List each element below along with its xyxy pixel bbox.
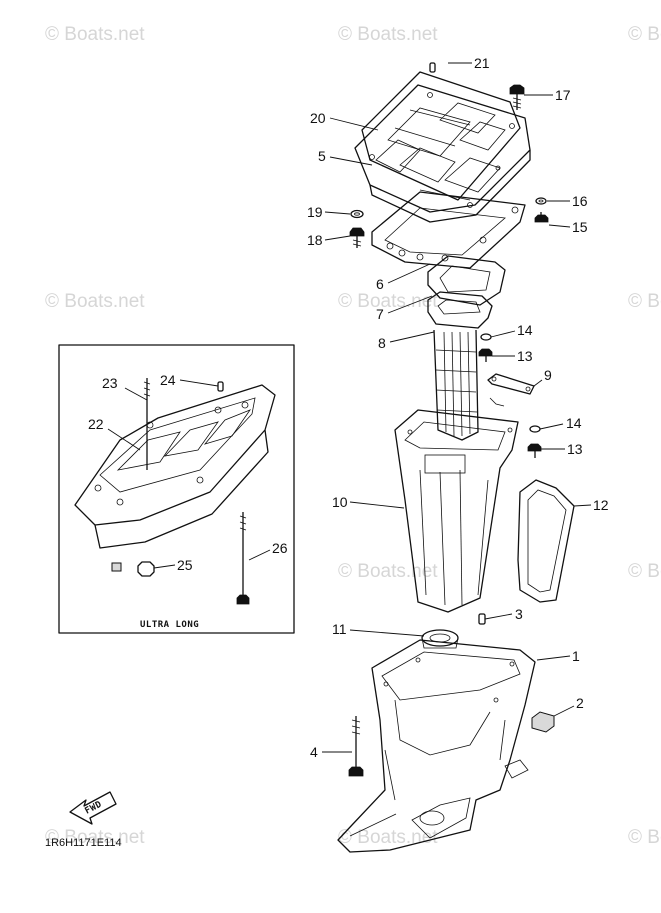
part-5-mount-plate <box>354 71 531 223</box>
part-12-seal <box>517 479 575 603</box>
inset-label: ULTRA LONG <box>140 620 199 630</box>
part-16-washer <box>535 197 547 205</box>
inset-frame <box>58 344 295 634</box>
callout-4: 4 <box>310 744 318 760</box>
part-8-exhaust-guide <box>427 291 493 441</box>
watermark: © Boats.net <box>45 827 145 848</box>
part-1-upper-casing <box>337 639 536 853</box>
part-6-gasket <box>371 191 526 269</box>
ultra-long-inset: ULTRA LONG <box>58 344 295 634</box>
callout-23: 23 <box>102 375 118 391</box>
callout-10: 10 <box>332 494 348 510</box>
watermark: © Boats.net <box>45 24 145 45</box>
callout-1: 1 <box>572 648 580 664</box>
callout-12: 12 <box>593 497 609 513</box>
part-21-dowel-pin <box>429 62 436 73</box>
callout-2: 2 <box>576 695 584 711</box>
callout-5: 5 <box>318 148 326 164</box>
watermark: © Boats.net <box>628 561 661 582</box>
watermark: © Boats.net <box>338 24 438 45</box>
callout-7: 7 <box>376 306 384 322</box>
fwd-label: FWD <box>83 799 103 816</box>
part-14-washer <box>529 425 541 433</box>
callout-16: 16 <box>572 193 588 209</box>
callout-26: 26 <box>272 540 288 556</box>
callout-numbers: 21 17 20 5 16 19 15 18 6 7 14 8 13 9 14 … <box>88 55 609 760</box>
callout-9: 9 <box>544 367 552 383</box>
callout-3: 3 <box>515 606 523 622</box>
part-19-washer <box>350 209 364 219</box>
callout-19: 19 <box>307 204 323 220</box>
part-4-bolt <box>348 716 364 777</box>
callout-13: 13 <box>567 441 583 457</box>
watermark: © Boats.net <box>338 561 438 582</box>
part-17-bolt <box>509 84 525 110</box>
part-2-plug <box>531 711 555 733</box>
part-18-bolt <box>349 227 365 248</box>
callout-14: 14 <box>566 415 582 431</box>
callout-14: 14 <box>517 322 533 338</box>
part-11-grommet <box>421 629 459 649</box>
watermark: © Boats.net <box>628 291 661 312</box>
watermark: © Boats.net <box>338 827 438 848</box>
callout-15: 15 <box>572 219 588 235</box>
diagram-code: 1R6H1171E114 <box>45 837 122 849</box>
callout-6: 6 <box>376 276 384 292</box>
watermark: © Boats.net <box>628 827 661 848</box>
watermark: © Boats.net <box>338 291 438 312</box>
part-3-dowel <box>478 613 486 625</box>
part-9-clip <box>487 373 535 407</box>
part-10-muffler <box>394 409 519 613</box>
leader-lines <box>107 62 592 753</box>
callout-8: 8 <box>378 335 386 351</box>
callout-13: 13 <box>517 348 533 364</box>
watermarks: © Boats.net © Boats.net © Boats.net © Bo… <box>45 24 661 848</box>
part-14-washer <box>480 333 492 341</box>
callout-17: 17 <box>555 87 571 103</box>
watermark: © Boats.net <box>45 291 145 312</box>
fwd-arrow: FWD <box>69 791 117 825</box>
callout-18: 18 <box>307 232 323 248</box>
part-13-bolt <box>527 443 542 458</box>
callout-21: 21 <box>474 55 490 71</box>
callout-24: 24 <box>160 372 176 388</box>
callout-25: 25 <box>177 557 193 573</box>
callout-11: 11 <box>332 621 347 637</box>
watermark: © Boats.net <box>628 24 661 45</box>
part-13-bolt <box>478 348 493 362</box>
part-15-bolt <box>534 212 549 223</box>
callout-20: 20 <box>310 110 326 126</box>
callout-22: 22 <box>88 416 104 432</box>
part-7-gasket <box>427 255 506 306</box>
